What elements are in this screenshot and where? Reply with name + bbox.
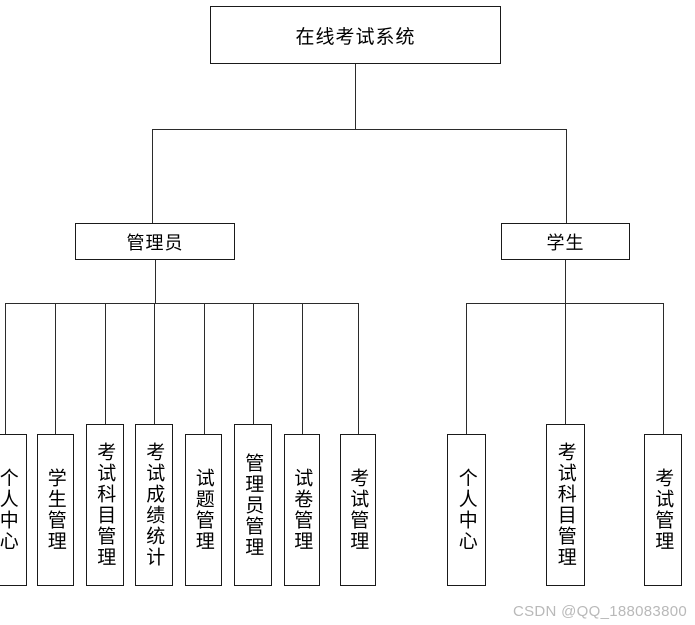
connector-to-student [566,129,567,223]
node-administrator-label: 管理员 [126,232,184,254]
leaf-student-exam-subject-management-label: 考试科目管理 [554,442,577,568]
leaf-admin-exam-management-label: 考试管理 [347,468,370,552]
connector-admin-child-4 [154,303,155,424]
connector-student-child-3 [663,303,664,434]
connector-admin-child-7 [302,303,303,434]
leaf-admin-exam-paper-management-label: 试卷管理 [291,468,314,552]
connector-admin-child-5 [204,303,205,434]
connector-admin-stem [155,260,156,304]
leaf-student-exam-management[interactable]: 考试管理 [644,434,682,586]
leaf-admin-administrator-management[interactable]: 管理员管理 [234,424,272,586]
connector-admin-child-2 [55,303,56,434]
connector-admin-child-6 [253,303,254,424]
node-student-label: 学生 [546,232,585,254]
leaf-admin-exam-subject-management[interactable]: 考试科目管理 [86,424,124,586]
connector-root-bar [152,129,567,130]
leaf-admin-student-management-label: 学生管理 [44,468,67,552]
connector-admin-bar [5,303,359,304]
leaf-student-personal-center-label: 个人中心 [455,468,478,552]
node-student[interactable]: 学生 [501,223,630,260]
connector-admin-child-8 [358,303,359,434]
connector-to-admin [152,129,153,223]
leaf-admin-administrator-management-label: 管理员管理 [242,452,265,558]
node-administrator[interactable]: 管理员 [75,223,235,260]
leaf-admin-exam-management[interactable]: 考试管理 [340,434,376,586]
connector-admin-child-3 [105,303,106,424]
connector-root-stem [355,64,356,130]
leaf-admin-question-management-label: 试题管理 [192,468,215,552]
leaf-admin-question-management[interactable]: 试题管理 [185,434,222,586]
leaf-admin-personal-center[interactable]: 个人中心 [0,434,27,586]
connector-student-stem [565,260,566,304]
leaf-admin-exam-paper-management[interactable]: 试卷管理 [284,434,320,586]
leaf-admin-exam-score-statistics[interactable]: 考试成绩统计 [135,424,173,586]
leaf-student-personal-center[interactable]: 个人中心 [447,434,486,586]
node-root-online-exam-system[interactable]: 在线考试系统 [210,6,501,64]
leaf-admin-exam-score-statistics-label: 考试成绩统计 [143,442,166,568]
leaf-admin-exam-subject-management-label: 考试科目管理 [94,442,117,568]
leaf-admin-student-management[interactable]: 学生管理 [37,434,74,586]
connector-student-child-2 [565,303,566,424]
leaf-admin-personal-center-label: 个人中心 [0,468,19,552]
leaf-student-exam-subject-management[interactable]: 考试科目管理 [546,424,585,586]
connector-student-child-1 [466,303,467,434]
connector-admin-child-1 [5,303,6,434]
csdn-watermark: CSDN @QQ_188083800 [512,603,687,620]
node-root-label: 在线考试系统 [295,25,416,48]
leaf-student-exam-management-label: 考试管理 [652,468,675,552]
